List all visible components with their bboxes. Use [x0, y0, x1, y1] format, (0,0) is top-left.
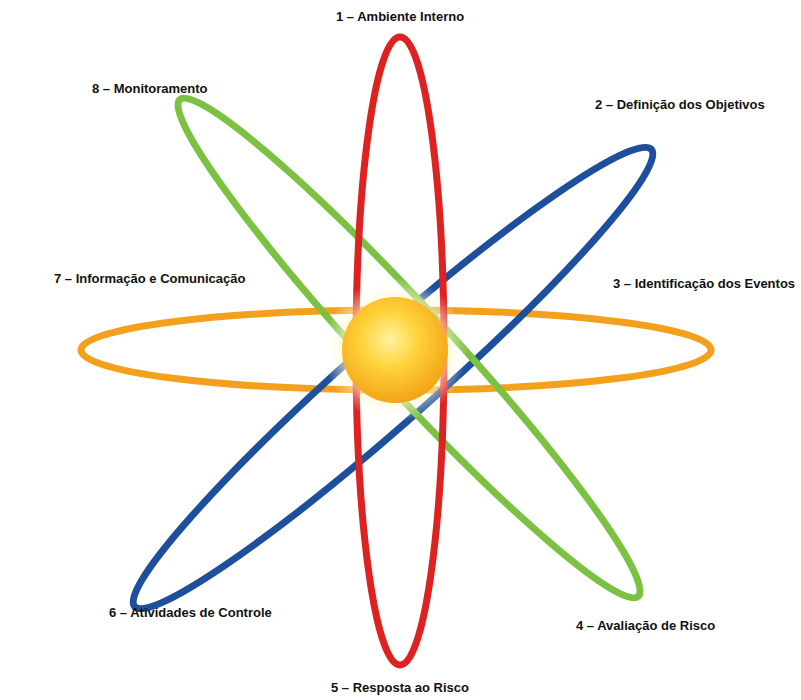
component-label: 7 – Informação e Comunicação [54, 271, 245, 287]
sun-nucleus [342, 297, 448, 403]
component-label: 8 – Monitoramento [92, 81, 208, 97]
component-label: 3 – Identificação dos Eventos [613, 276, 795, 292]
sun-glow [323, 278, 467, 422]
green-orbit [150, 72, 667, 623]
component-label: 2 – Definição dos Objetivos [595, 97, 765, 113]
component-label: 4 – Avaliação de Risco [576, 618, 715, 634]
blue-orbit [107, 118, 679, 638]
component-label: 6 – Atividades de Controle [109, 605, 272, 621]
component-label: 1 – Ambiente Interno [336, 9, 464, 25]
component-label: 5 – Resposta ao Risco [331, 680, 469, 696]
